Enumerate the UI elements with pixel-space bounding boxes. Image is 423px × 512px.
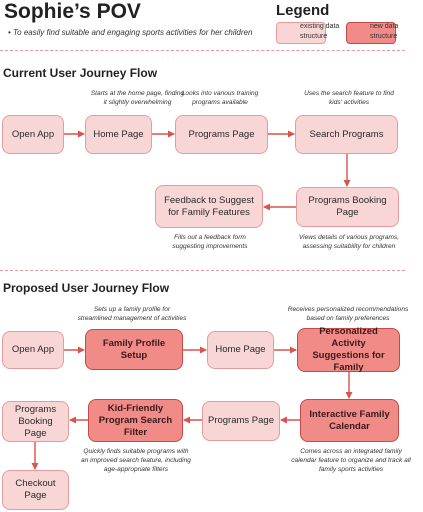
node-programs-booking-page: Programs Booking Page (2, 401, 69, 442)
node-family-profile-setup: Family Profile Setup (85, 329, 183, 370)
page-title: Sophie’s POV (4, 0, 141, 23)
note-profile: Sets up a family profile for streamlined… (77, 306, 187, 322)
legend-new-swatch (346, 22, 396, 44)
node-open-app: Open App (2, 115, 64, 154)
note-booking: Views details of various programs, asses… (298, 234, 400, 250)
note-programs: Looks into various training programs ava… (181, 90, 259, 106)
node-search-programs: Search Programs (295, 115, 398, 154)
pov-bullet: • To easily find suitable and engaging s… (8, 28, 253, 37)
note-search: Uses the search feature to find kids' ac… (304, 90, 394, 106)
node-feedback: Feedback to Suggest for Family Features (155, 185, 263, 228)
note-feedback: Fills out a feedback form suggesting imp… (172, 234, 248, 250)
node-personalized-suggestions: Personalized Activity Suggestions for Fa… (297, 326, 400, 373)
legend-new-label: new data structure (370, 23, 399, 40)
proposed-flow-heading: Proposed User Journey Flow (3, 281, 170, 295)
legend-title: Legend (276, 2, 330, 19)
legend-existing-label: existing data structure (300, 23, 340, 40)
legend-existing-swatch (276, 22, 326, 44)
divider (0, 270, 405, 271)
note-personalized: Receives personalized recommendations ba… (287, 306, 409, 322)
note-home: Starts at the home page, finding it slig… (90, 90, 185, 106)
node-checkout-page: Checkout Page (2, 470, 69, 510)
divider (0, 50, 405, 51)
node-home-page: Home Page (85, 115, 152, 154)
node-interactive-calendar: Interactive Family Calendar (300, 399, 399, 442)
pov-bullet-text: To easily find suitable and engaging spo… (13, 28, 253, 37)
current-flow-heading: Current User Journey Flow (3, 66, 158, 80)
node-programs-booking-page: Programs Booking Page (296, 187, 399, 227)
node-open-app: Open App (2, 331, 64, 369)
node-programs-page: Programs Page (175, 115, 268, 154)
node-programs-page: Programs Page (202, 401, 280, 441)
note-calendar: Comes across an integrated family calend… (291, 448, 411, 473)
node-home-page: Home Page (207, 331, 274, 369)
note-filter: Quickly finds suitable programs with an … (81, 448, 191, 473)
node-kid-friendly-filter: Kid-Friendly Program Search Filter (88, 399, 183, 442)
